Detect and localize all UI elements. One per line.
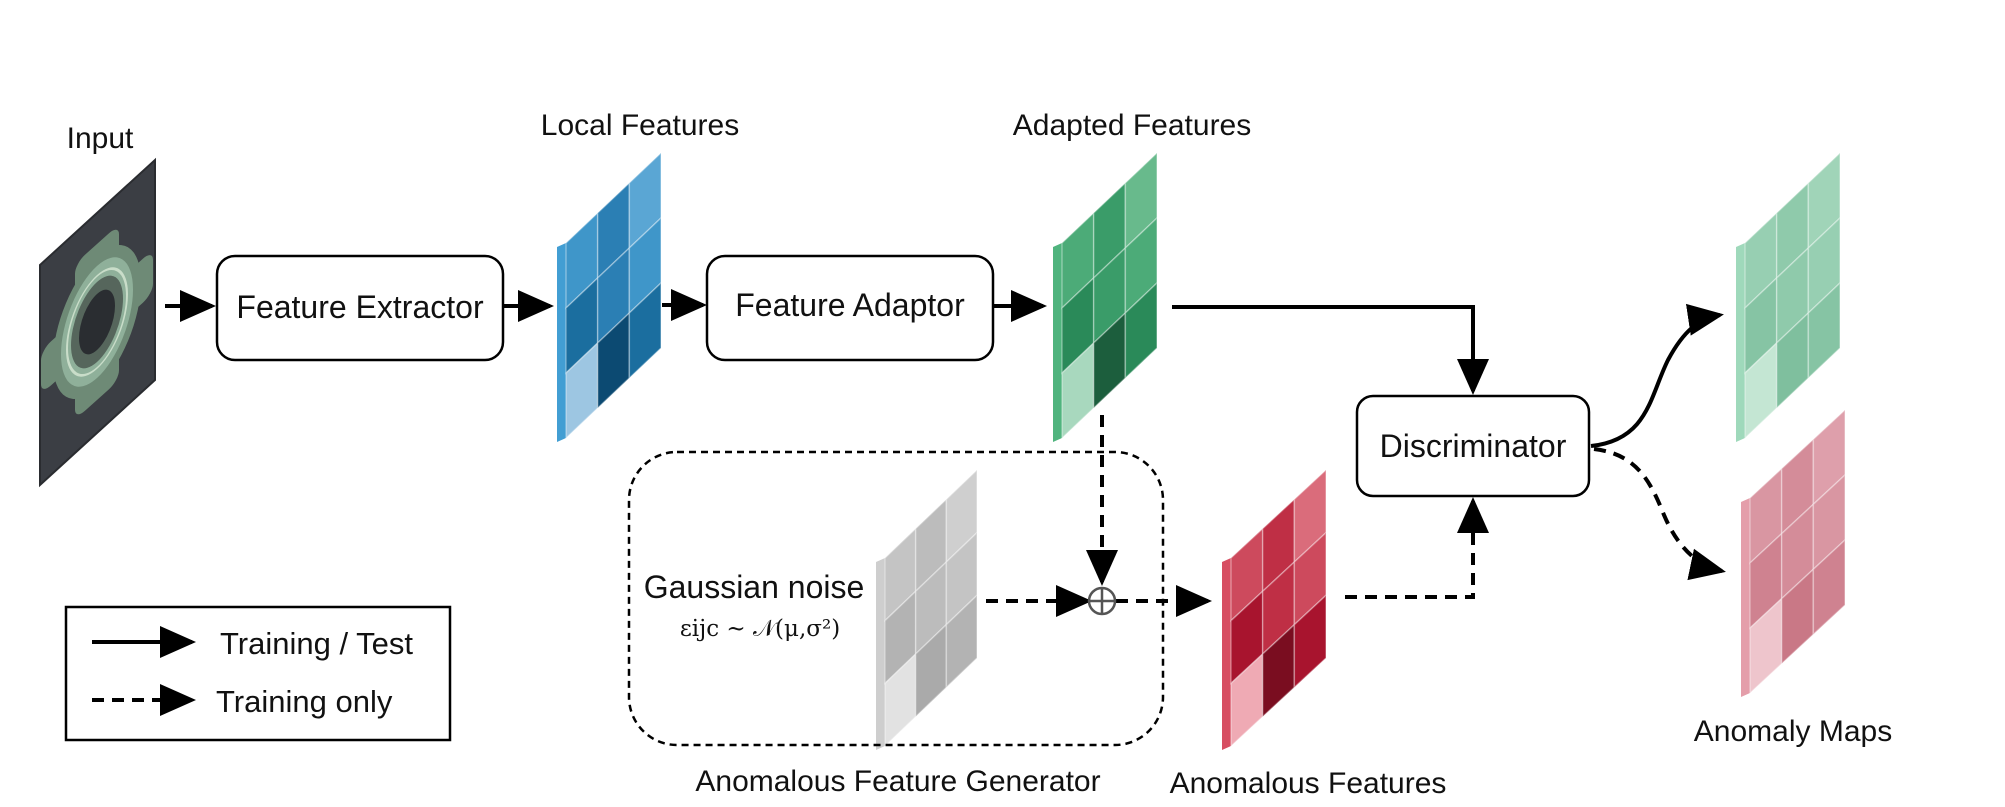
tile-cell xyxy=(945,593,978,690)
legend-solid-label: Training / Test xyxy=(220,626,413,661)
tile-cell xyxy=(1812,538,1846,637)
feature-adaptor-box: Feature Adaptor xyxy=(705,254,995,362)
tile-side-face xyxy=(1741,498,1750,697)
tile-side-face xyxy=(1053,243,1062,442)
adapted-features-tile xyxy=(1053,151,1158,442)
anomaly-map-abnormal-tile xyxy=(1741,408,1846,697)
tile-cell xyxy=(1807,281,1841,380)
arrow-discriminator-to-abnormal-map xyxy=(1593,447,1726,581)
feature-extractor-box: Feature Extractor xyxy=(215,254,505,362)
tile-side-face xyxy=(876,558,885,750)
arrow-adapted-to-discriminator xyxy=(1172,305,1489,395)
feature-adaptor-label: Feature Adaptor xyxy=(735,287,965,323)
tile-side-face xyxy=(557,243,566,442)
arrow-discriminator-to-normal-map xyxy=(1590,303,1724,448)
local-features-label: Local Features xyxy=(541,109,739,142)
tile-side-face xyxy=(1736,243,1745,442)
anomalous-feature-generator-label: Anomalous Feature Generator xyxy=(695,765,1100,798)
adder-icon xyxy=(1087,586,1117,616)
legend-dashed-label: Training only xyxy=(216,684,393,719)
tile-cell xyxy=(628,281,662,380)
discriminator-box: Discriminator xyxy=(1355,394,1591,498)
arrow-anomalous-to-discriminator xyxy=(1345,497,1489,599)
input-label: Input xyxy=(67,122,134,155)
gaussian-noise-label: Gaussian noise xyxy=(644,569,865,605)
feature-extractor-label: Feature Extractor xyxy=(236,289,484,325)
gaussian-noise-tile xyxy=(876,468,978,750)
tile-side-face xyxy=(1222,558,1231,750)
anomalous-features-tile xyxy=(1222,468,1327,750)
noise-formula: εijc ~ 𝒩(μ,σ²) xyxy=(680,616,840,642)
part-image xyxy=(41,229,153,415)
tile-cell xyxy=(1293,593,1327,690)
discriminator-label: Discriminator xyxy=(1380,428,1567,464)
tile-cell xyxy=(1124,281,1158,380)
anomalous-features-label: Anomalous Features xyxy=(1170,767,1447,800)
adapted-features-label: Adapted Features xyxy=(1013,109,1252,142)
input-image xyxy=(39,157,156,488)
anomaly-map-normal-tile xyxy=(1736,151,1841,442)
anomalous-feature-generator-box xyxy=(627,450,1165,747)
anomaly-maps-label: Anomaly Maps xyxy=(1694,715,1892,748)
local-features-tile xyxy=(557,151,662,442)
legend: Training / Test Training only xyxy=(64,605,452,742)
